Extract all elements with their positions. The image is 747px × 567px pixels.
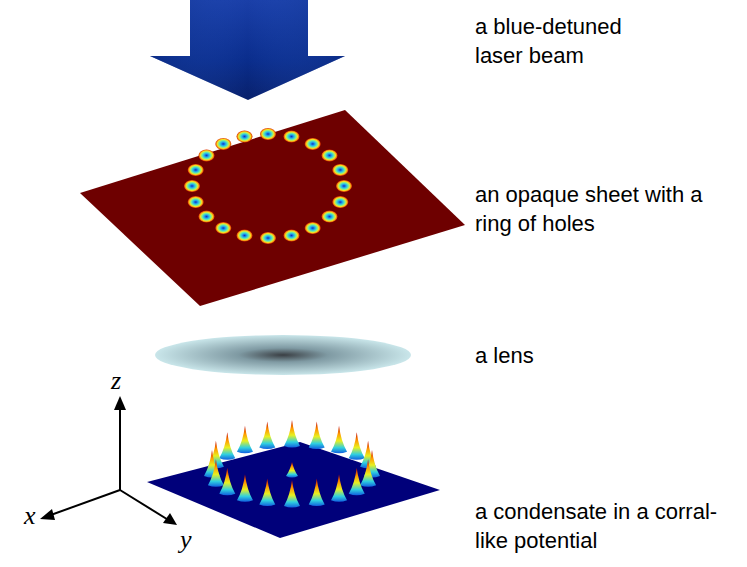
hole <box>332 196 348 208</box>
potential-peak <box>284 420 300 448</box>
potential-peak <box>309 421 325 449</box>
potential-peak <box>331 474 347 502</box>
potential-peaks <box>204 420 380 508</box>
hole <box>284 230 300 242</box>
hole <box>237 131 253 143</box>
hole <box>215 222 231 234</box>
hole <box>305 138 321 150</box>
hole <box>199 211 215 223</box>
potential-peak <box>284 480 300 508</box>
potential-peak <box>349 432 365 460</box>
axis-label: y <box>180 527 192 553</box>
potential-peak <box>309 479 325 507</box>
hole <box>237 230 253 242</box>
hole <box>184 180 200 192</box>
hole <box>322 211 338 223</box>
hole <box>322 149 338 161</box>
sheet-label: an opaque sheet with a ring of holes <box>475 180 705 238</box>
hole <box>260 232 276 244</box>
potential-peak <box>349 468 365 496</box>
hole <box>188 196 204 208</box>
potential-peak <box>360 459 376 487</box>
potential-peak <box>208 459 224 487</box>
potential-peak <box>286 462 298 478</box>
hole <box>215 138 231 150</box>
axes <box>40 396 177 525</box>
hole <box>336 180 352 192</box>
potential-peak <box>237 426 253 454</box>
hole <box>188 164 204 176</box>
axis-label: x <box>24 503 36 529</box>
condensate-label: a condensate in a corral-like potential <box>475 497 735 555</box>
potential-peak <box>259 421 275 449</box>
lens-label: a lens <box>475 341 675 370</box>
hole-ring <box>184 128 352 244</box>
laser-arrow <box>150 0 345 100</box>
opaque-sheet <box>80 110 465 306</box>
hole <box>305 222 321 234</box>
potential-peak <box>219 468 235 496</box>
potential-peak <box>237 474 253 502</box>
lens <box>155 335 411 375</box>
beam-label: a blue-detuned laser beam <box>475 12 655 70</box>
hole <box>332 164 348 176</box>
hole <box>284 131 300 143</box>
potential-peak <box>219 432 235 460</box>
axis-label: z <box>111 368 121 394</box>
potential-peak <box>259 479 275 507</box>
hole <box>260 128 276 140</box>
condensate-plane <box>147 442 440 538</box>
potential-peak <box>331 426 347 454</box>
hole <box>199 149 215 161</box>
